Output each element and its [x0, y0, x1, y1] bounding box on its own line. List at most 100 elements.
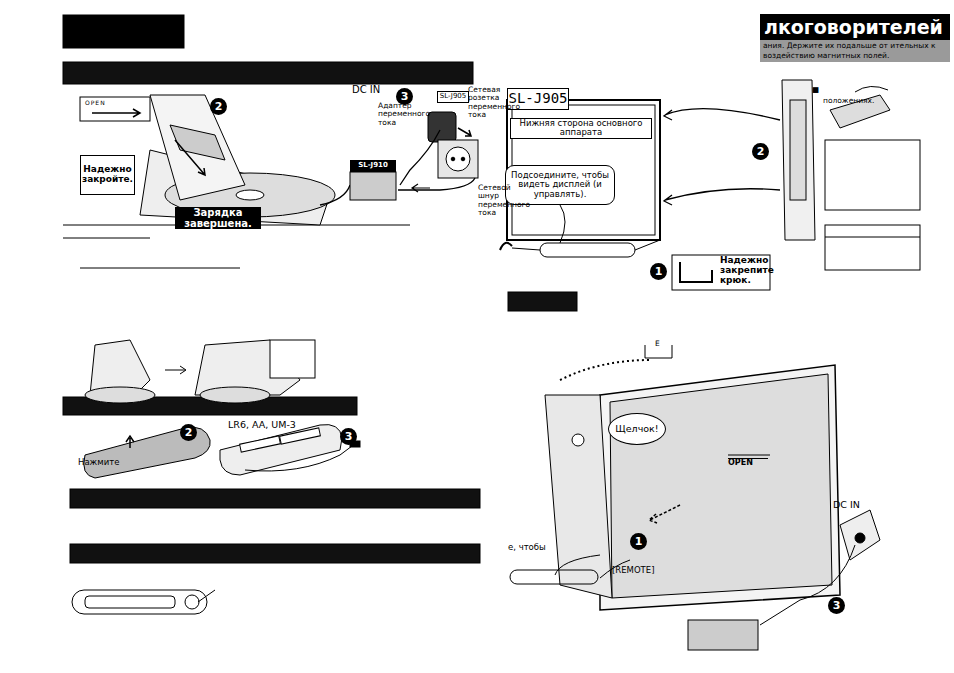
node-text: Нижняя сторона основного аппарата — [511, 119, 651, 138]
main-unit — [600, 365, 840, 610]
arrow — [412, 184, 430, 192]
hook — [680, 262, 712, 282]
node-text: Надежно закройте. — [81, 165, 134, 185]
callout-number: 2 — [180, 424, 197, 441]
callout-number: 2 — [752, 143, 769, 160]
lid-hinge — [572, 434, 584, 446]
detail-frame — [840, 510, 880, 560]
disc — [85, 387, 155, 403]
slide-switch — [80, 97, 150, 121]
marker-letter: E — [655, 340, 667, 348]
port-label: DC IN — [833, 500, 873, 510]
table-rule — [825, 237, 920, 238]
note-text: положениях. — [823, 97, 883, 105]
rule-line — [63, 238, 150, 239]
callout-number: 3 — [340, 428, 357, 445]
ac-adapter — [688, 620, 758, 650]
remote-display — [85, 596, 175, 608]
port-label: DC IN — [352, 84, 392, 95]
node-text: Подсоедините, чтобы видеть дисплей (и уп… — [508, 171, 612, 199]
remote-control — [72, 590, 207, 614]
note-box: Нижняя сторона основного аппарата — [510, 118, 652, 139]
model-box: SL-J905 — [507, 88, 569, 110]
bullet: ■ — [812, 86, 822, 94]
detail-frame — [672, 255, 770, 290]
switch-label: OPEN — [85, 100, 125, 107]
table — [825, 225, 920, 270]
note-box: Надежно закройте. — [80, 155, 135, 195]
rule-line — [80, 268, 240, 269]
charger — [350, 172, 396, 200]
title-block — [63, 15, 184, 48]
cord — [512, 205, 660, 250]
port-label: [REMOTE] — [612, 566, 667, 575]
main-unit — [507, 100, 660, 240]
node-text: Зарядка завершена. — [175, 207, 261, 229]
arrow — [165, 366, 186, 374]
main-unit — [610, 374, 832, 598]
arrow — [855, 86, 888, 92]
speech-bubble: Щелчок! — [608, 413, 666, 445]
part-name: Сетевая розетка переменного тока — [468, 86, 514, 119]
battery-type: LR6, AA, UM-3 — [228, 420, 308, 430]
remote-control — [540, 243, 635, 257]
callout-number: 1 — [630, 533, 647, 550]
dotted-guide — [560, 360, 650, 380]
detail-frame — [270, 340, 315, 378]
ac-adapter — [428, 112, 456, 142]
disc-hub — [236, 190, 264, 200]
callout-number: 2 — [210, 98, 227, 115]
cord — [245, 446, 352, 471]
model-box: SL-J910 — [350, 160, 396, 172]
callout-number: 3 — [828, 597, 845, 614]
speaker — [782, 80, 815, 240]
dc-jack — [855, 533, 865, 543]
remote-control — [510, 570, 598, 584]
battery — [240, 436, 281, 452]
section-bar — [70, 544, 480, 563]
table — [825, 140, 920, 210]
arrow — [664, 109, 780, 120]
leader-line — [728, 455, 770, 456]
section-bar — [70, 489, 480, 508]
battery-case — [220, 425, 342, 475]
note-text: Надежно закрепите крюк. — [720, 256, 770, 286]
header-band: лкоговорителейания. Держите их подальше … — [760, 14, 950, 62]
node-text: ания. Держите их подальше от ительных к … — [760, 40, 950, 62]
battery — [280, 428, 321, 444]
player-lid — [150, 95, 245, 200]
arrow — [175, 140, 205, 175]
speaker-grille — [790, 100, 806, 200]
leader-line — [198, 590, 215, 602]
latch — [170, 125, 225, 160]
arrow — [649, 505, 680, 523]
socket-pin — [461, 157, 465, 161]
node-text: Щелчок! — [615, 424, 658, 434]
cord — [760, 545, 855, 625]
part-name: Сетевой шнур переменного тока — [478, 184, 528, 217]
node-text: SL-J905 — [440, 93, 467, 101]
switch-label: OPEN — [728, 458, 768, 468]
node-text: SL-J910 — [358, 162, 388, 170]
unit-lid — [545, 395, 612, 598]
status-band: Зарядка завершена. — [175, 207, 261, 229]
socket-pin — [451, 157, 455, 161]
callout-number: 1 — [650, 263, 667, 280]
arrow — [458, 128, 471, 136]
node-text: SL-J905 — [508, 91, 567, 106]
cord — [320, 130, 475, 205]
arrow — [92, 109, 140, 117]
disc — [200, 387, 270, 403]
instruction-text: Нажмите — [78, 458, 128, 467]
wall-outlet — [446, 147, 470, 171]
remote-button — [185, 595, 199, 609]
node-text: лкоговорителей — [760, 14, 950, 40]
headphones — [500, 243, 512, 250]
wall-outlet — [438, 140, 478, 178]
arrow — [664, 189, 780, 205]
callout-box: Подсоедините, чтобы видеть дисплей (и уп… — [505, 165, 615, 205]
section-bar — [63, 62, 473, 84]
arrow — [126, 436, 134, 448]
part-name: Адаптер переменного тока — [378, 102, 428, 127]
